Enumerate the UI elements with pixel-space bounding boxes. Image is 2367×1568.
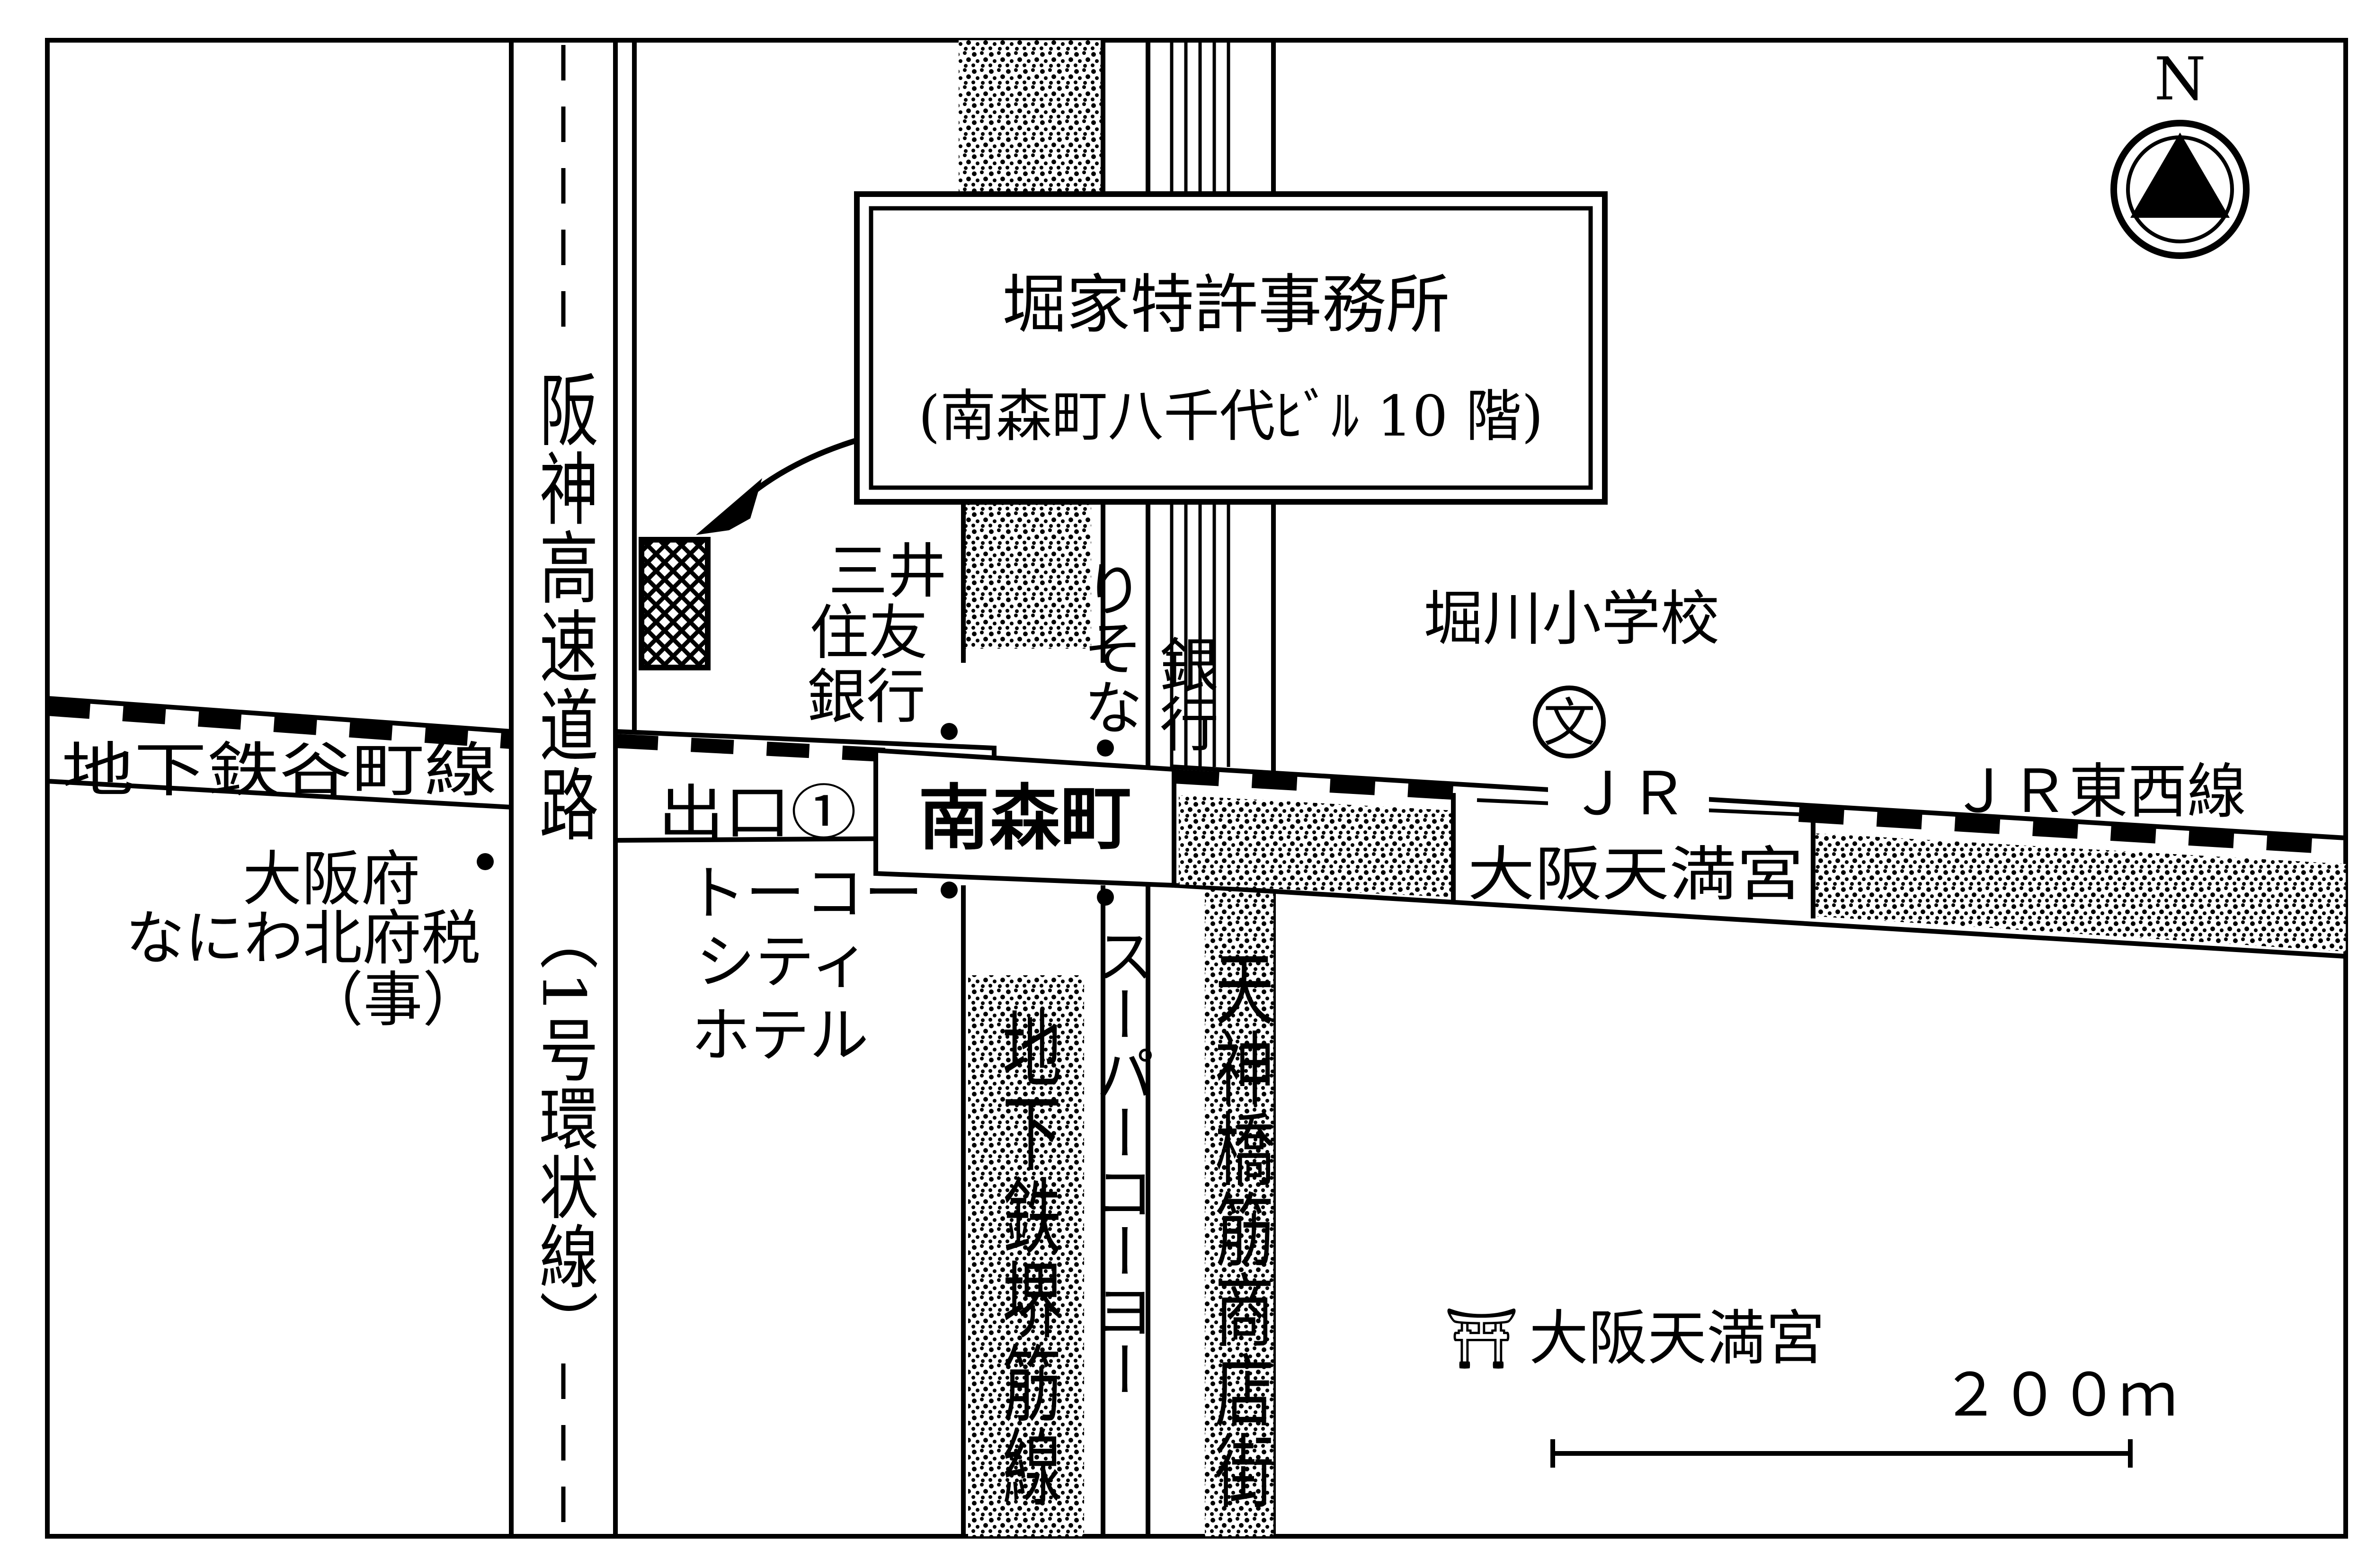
hotel-label-1: トーコー (686, 859, 923, 928)
school-label: 堀川小学校 (1424, 585, 1720, 653)
jr-label: ＪＲ (1477, 760, 1799, 829)
mitsui-label-1: 三井 (828, 537, 947, 606)
office-arrow (696, 437, 858, 535)
jr-osaka-tenmangu-station: 大阪天満宮 (1468, 840, 1804, 909)
scale-bar: ２００ｍ (1550, 1361, 2178, 1468)
marker-dot (1097, 739, 1114, 757)
shrine-label: 大阪天満宮 (1529, 1304, 1825, 1373)
tax-office-label-3: （事） (304, 966, 482, 1034)
loop-route-label: （1号環状線） (529, 902, 598, 1359)
supermarket-label: スーパーコーヨー (1086, 926, 1154, 1399)
office-callout: 堀家特許事務所 (南森町八千代ﾋﾞﾙ 10 階) (854, 191, 1608, 505)
sakaisuji-street (959, 40, 1105, 1536)
shrine-icon: ⛩ (1444, 1304, 1519, 1373)
minamimorimachi-station: 南森町 (918, 776, 1131, 860)
tax-office-label-2: なにわ北府税 (125, 904, 481, 973)
tenjinbashi-label: 天神橋筋商店街 (1205, 947, 1273, 1510)
scale-label: ２００ｍ (1941, 1361, 2178, 1430)
tanimachi-line-label: 地下鉄谷町線 (62, 736, 497, 805)
tax-office-label-1: 大阪府 (243, 845, 420, 914)
mitsui-label-2: 住友 (810, 599, 928, 668)
resona-label-1: りそな (1074, 559, 1142, 736)
target-building-icon (639, 537, 711, 670)
hanshin-expressway-label: 阪神高速道路 (529, 369, 598, 843)
marker-dot (477, 853, 494, 870)
school-symbol: 文 (1543, 693, 1595, 753)
office-address: (南森町八千代ﾋﾞﾙ 10 階) (918, 383, 1543, 449)
jr-label-text: ＪＲ (1569, 760, 1688, 829)
sakaisuji-line-label: 地下鉄堺筋線 (992, 1006, 1061, 1508)
marker-dot (941, 882, 958, 899)
mitsui-label-3: 銀行 (807, 663, 925, 731)
school-icon: 文 (1533, 686, 1606, 758)
minamimorimachi-intersection (873, 748, 1176, 888)
office-name: 堀家特許事務所 (1003, 267, 1450, 342)
jr-tozai-line-band (1172, 764, 2348, 959)
jr-tozai-line-label: ＪＲ東西線 (1950, 757, 2246, 826)
north-arrow-icon: N (2110, 45, 2250, 259)
marker-dot (1097, 889, 1114, 906)
compass-label: N (2154, 45, 2206, 114)
hotel-label-2: シティ (696, 928, 870, 997)
marker-dot (941, 723, 958, 740)
hotel-label-3: ホテル (691, 1001, 869, 1070)
exit-1-label: 出口① (658, 779, 857, 847)
resona-label-2: 銀行 (1149, 634, 1218, 753)
